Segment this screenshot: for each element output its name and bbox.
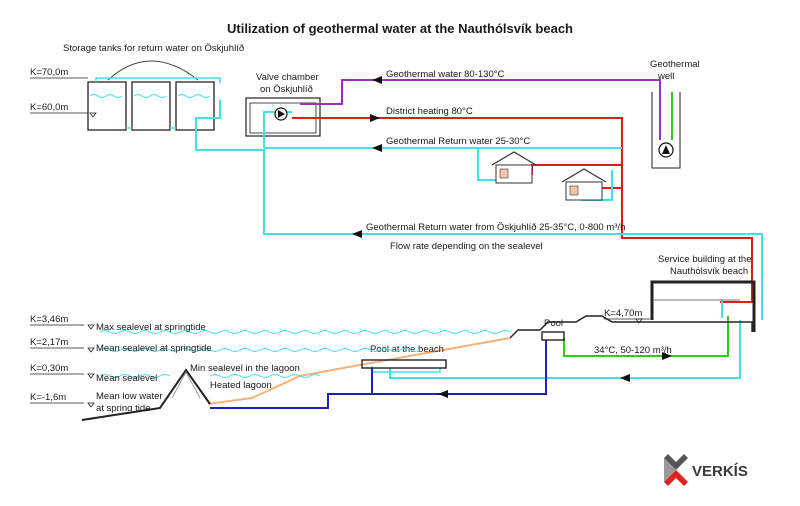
return-from-oskjuhlid-pipe (195, 100, 763, 320)
return-water-label: Geothermal Return water 25-30°C (386, 136, 530, 147)
sealevel-mean-spring-label: Mean sealevel at springtide (96, 343, 212, 354)
district-heating-label: District heating 80°C (386, 106, 473, 117)
sea-levels (99, 330, 511, 378)
level-k030: K=0,30m (30, 363, 68, 374)
level-k470: K=4,70m (604, 308, 642, 319)
heated-lagoon-label: Heated lagoon (210, 380, 272, 391)
level-km16: K=-1,6m (30, 392, 66, 403)
sealevel-mean-low-label-1: Mean low water (96, 391, 163, 402)
level-k217: K=2,17m (30, 337, 68, 348)
flow-arrows (352, 76, 672, 398)
house-icon (561, 168, 607, 201)
pool-supply-pipe (563, 316, 729, 357)
level-k60: K=60,0m (30, 102, 68, 113)
min-sealevel-lagoon-label: Min sealevel in the lagoon (190, 363, 300, 374)
pool-at-beach (361, 359, 447, 369)
sealevel-max-label: Max sealevel at springtide (96, 322, 206, 333)
storage-tank-2 (131, 81, 171, 131)
pump-icon (274, 107, 288, 121)
storage-tank-1 (87, 81, 127, 131)
geothermal-water-label: Geothermal water 80-130°C (386, 69, 505, 80)
level-k346: K=3,46m (30, 314, 68, 325)
verkis-logo-icon (664, 454, 688, 486)
verkis-logo-text: VERKÍS (692, 463, 748, 480)
drain-pipe (210, 340, 547, 409)
service-building-label-2: Nauthólsvík beach (670, 266, 748, 277)
diagram-title: Utilization of geothermal water at the N… (227, 21, 573, 36)
pool-label: Pool (544, 318, 563, 329)
geothermal-well: Geothermal well (650, 59, 700, 169)
pool-at-beach-label: Pool at the beach (370, 344, 444, 355)
geothermal-well-label-1: Geothermal (650, 59, 700, 70)
pool-flow-label: 34°C, 50-120 m³/h (594, 345, 672, 356)
return-from-oskjuhlid-label: Geothermal Return water from Öskjuhlíð 2… (366, 222, 625, 233)
district-heating-pipe (292, 117, 753, 303)
house-icon (491, 151, 537, 184)
sealevel-mean-label: Mean sealevel (96, 373, 157, 384)
service-building: Service building at the Nauthólsvík beac… (650, 254, 756, 332)
level-k70: K=70,0m (30, 67, 68, 78)
geothermal-water-pipe (300, 79, 661, 105)
geothermal-well-label-2: well (657, 71, 674, 82)
pool (541, 331, 565, 341)
valve-chamber-label-2: on Öskjuhlíð (260, 84, 313, 95)
return-water-pipe (264, 147, 622, 190)
service-building-label-1: Service building at the (658, 254, 751, 265)
valve-chamber-label-1: Valve chamber (256, 72, 319, 83)
storage-tanks-label: Storage tanks for return water on Öskjuh… (63, 43, 244, 54)
storage-tanks: Storage tanks for return water on Öskjuh… (63, 43, 244, 131)
flow-rate-label: Flow rate depending on the sealevel (390, 241, 543, 252)
sealevel-mean-low-label-2: at spring tide (96, 403, 150, 414)
beach-return-pipe (389, 320, 741, 379)
